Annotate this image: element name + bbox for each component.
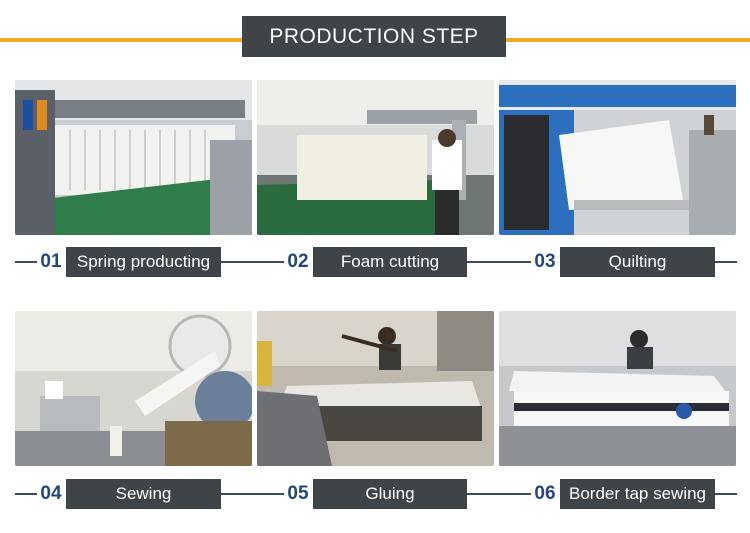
header-accent-line-left bbox=[0, 38, 242, 42]
step-04: 04 Sewing bbox=[0, 479, 750, 509]
step-04-number: 04 bbox=[37, 480, 65, 508]
step-02-line-right bbox=[467, 261, 531, 263]
step-01-line-right bbox=[221, 261, 284, 263]
step-01-label: Spring producting bbox=[66, 247, 221, 277]
step-05-label: Gluing bbox=[313, 479, 467, 509]
step-02-label: Foam cutting bbox=[313, 247, 467, 277]
step-06-line-right bbox=[715, 493, 737, 495]
page-title: PRODUCTION STEP bbox=[242, 16, 506, 57]
step-05-line-right bbox=[467, 493, 531, 495]
step-04-label: Sewing bbox=[66, 479, 221, 509]
header-accent-line-right bbox=[506, 38, 750, 42]
photo-foam-cutting bbox=[257, 80, 494, 235]
photo-sewing bbox=[15, 311, 252, 466]
step-02-number: 02 bbox=[284, 248, 312, 276]
step-03-line-right bbox=[715, 261, 737, 263]
photo-gluing bbox=[257, 311, 494, 466]
photo-quilting bbox=[499, 80, 736, 235]
step-02: 02 Foam cutting bbox=[0, 247, 750, 277]
step-05: 05 Gluing bbox=[0, 479, 750, 509]
step-04-line-right bbox=[221, 493, 284, 495]
step-01: 01 Spring producting bbox=[0, 247, 750, 277]
step-03: 03 Quilting bbox=[0, 247, 750, 277]
step-06-number: 06 bbox=[531, 480, 559, 508]
step-06: 06 Border tap sewing bbox=[0, 479, 750, 509]
step-01-line-left bbox=[15, 261, 37, 263]
photo-border-tape-sewing bbox=[499, 311, 736, 466]
photo-spring-production bbox=[15, 80, 252, 235]
step-01-number: 01 bbox=[37, 248, 65, 276]
step-03-number: 03 bbox=[531, 248, 559, 276]
step-03-label: Quilting bbox=[560, 247, 715, 277]
step-06-label: Border tap sewing bbox=[560, 479, 715, 509]
step-04-line-left bbox=[15, 493, 37, 495]
step-05-number: 05 bbox=[284, 480, 312, 508]
